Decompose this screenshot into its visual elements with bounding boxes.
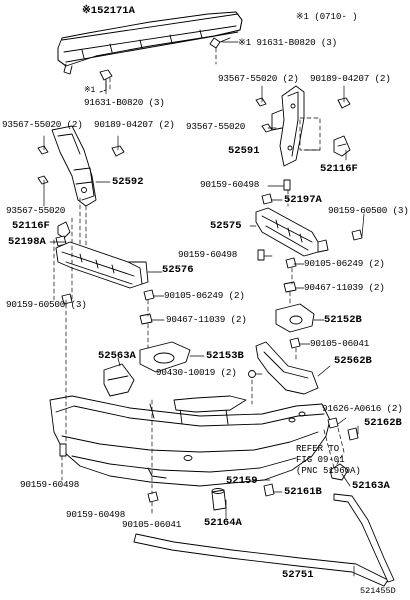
refer-note[interactable]: REFER TO FIG 09-01 (PNC 51960A) — [296, 444, 361, 477]
callout-93567-l[interactable]: 93567-55020 (2) — [2, 119, 83, 130]
callout-52116F-l[interactable]: 52116F — [12, 220, 50, 232]
callout-91631-left[interactable]: 91631-B0820 (3) — [84, 97, 165, 108]
callout-52162B[interactable]: 52162B — [364, 417, 402, 429]
callout-52562B[interactable]: 52562B — [334, 355, 372, 367]
callout-52116F-r[interactable]: 52116F — [320, 163, 358, 175]
screw-90159-60500-r — [351, 229, 363, 241]
retainer-52116F-right — [333, 135, 351, 157]
drawing-number: 521455D — [360, 586, 396, 596]
nut-90105-06249-r — [285, 257, 297, 269]
screw-90159-60498-c — [59, 443, 67, 457]
piece-52563A — [103, 363, 135, 397]
screw-90159-60498-a — [283, 179, 291, 191]
callout-52161B[interactable]: 52161B — [284, 486, 322, 498]
nut-90105-06041-r — [289, 337, 301, 349]
callout-90159-60500-l[interactable]: 90159-60500 (3) — [6, 299, 87, 310]
callout-52171A[interactable]: ※152171A — [82, 5, 135, 17]
callout-52576[interactable]: 52576 — [162, 264, 194, 276]
footnote: ※1 (0710- ) — [296, 12, 358, 22]
clip-90467-r — [283, 281, 297, 293]
callout-93567-l2[interactable]: 93567-55020 — [6, 205, 66, 216]
bracket-52152B — [275, 303, 315, 333]
callout-52575[interactable]: 52575 — [210, 220, 242, 232]
retainer-52575 — [255, 207, 329, 257]
clip-93567-tr — [255, 97, 267, 107]
callout-52591[interactable]: 52591 — [228, 145, 260, 157]
retainer-52576 — [55, 241, 149, 289]
clip-90189-tr — [337, 97, 351, 109]
callout-90105-06249-r[interactable]: 90105-06249 (2) — [304, 258, 385, 269]
clip-93567-m — [261, 123, 273, 133]
clip-52197A — [261, 193, 273, 205]
screw-90159-60500-l — [61, 293, 73, 305]
callout-91631-left-mark: ※1 — [84, 86, 96, 95]
refer-note-line3: (PNC 51960A) — [296, 466, 361, 476]
part-52161B — [263, 483, 275, 497]
callout-90467-r[interactable]: 90467-11039 (2) — [304, 282, 385, 293]
callout-90159-60498-d[interactable]: 90159-60498 — [66, 509, 126, 520]
nut-90105-06249-m — [143, 289, 155, 301]
callout-52592[interactable]: 52592 — [112, 176, 144, 188]
callout-90467-m[interactable]: 90467-11039 (2) — [166, 314, 247, 325]
nut-90105-06041-b — [147, 491, 159, 503]
bolt-91631-top — [209, 37, 231, 49]
callout-90430[interactable]: 90430-10019 (2) — [156, 367, 237, 378]
callout-93567-tr[interactable]: 93567-55020 (2) — [218, 73, 299, 84]
callout-52751[interactable]: 52751 — [282, 569, 314, 581]
callout-91631-top[interactable]: ※1 91631-B0820 (3) — [238, 37, 338, 48]
refer-note-line1: REFER TO — [296, 444, 340, 454]
refer-note-line2: FIG 09-01 — [296, 455, 345, 465]
clip-93567-l — [37, 145, 49, 155]
callout-52153B[interactable]: 52153B — [206, 350, 244, 362]
callout-90105-06249-m[interactable]: 90105-06249 (2) — [164, 290, 245, 301]
screw-90159-60498-b — [257, 249, 265, 261]
callout-91626[interactable]: 91626-A0616 (2) — [322, 403, 403, 414]
callout-52163A[interactable]: 52163A — [352, 480, 390, 492]
bracket-52592 — [51, 125, 97, 207]
callout-90105-06041-r[interactable]: 90105-06041 — [310, 338, 370, 349]
bracket-52153B — [139, 341, 191, 373]
molding-52751 — [133, 493, 395, 587]
callout-90159-60498-b[interactable]: 90159-60498 — [178, 249, 238, 260]
assembly-lines — [53, 47, 345, 517]
screw-91626 — [327, 417, 339, 429]
clip-93567-l2 — [37, 175, 49, 185]
clip-90189-l — [111, 145, 125, 157]
piece-52562B — [255, 341, 319, 395]
clip-90467-m — [139, 313, 153, 325]
part-52162B — [347, 427, 359, 441]
bracket-52591 — [271, 85, 305, 167]
callout-93567-m[interactable]: 93567-55020 — [186, 121, 246, 132]
retainer-52116F-left — [57, 221, 71, 239]
callout-90159-60498-c[interactable]: 90159-60498 — [20, 479, 80, 490]
reinforcement-52171A — [57, 11, 243, 75]
callout-52197A[interactable]: 52197A — [284, 194, 322, 206]
callout-90189-tr[interactable]: 90189-04207 (2) — [310, 73, 391, 84]
callout-90159-60498-a[interactable]: 90159-60498 — [200, 179, 260, 190]
callout-52164A[interactable]: 52164A — [204, 517, 242, 529]
callout-52563A[interactable]: 52563A — [98, 350, 136, 362]
callout-52159[interactable]: 52159 — [226, 475, 258, 487]
callout-90189-l[interactable]: 90189-04207 (2) — [94, 119, 175, 130]
callout-52152B[interactable]: 52152B — [324, 314, 362, 326]
bumper-cover-52159 — [49, 395, 331, 487]
callout-52198A[interactable]: 52198A — [8, 236, 46, 248]
callout-90105-06041-b[interactable]: 90105-06041 — [122, 519, 182, 530]
clip-90430 — [248, 370, 256, 378]
callout-90159-60500-r[interactable]: 90159-60500 (3) — [328, 205, 409, 216]
part-52164A — [211, 488, 227, 511]
